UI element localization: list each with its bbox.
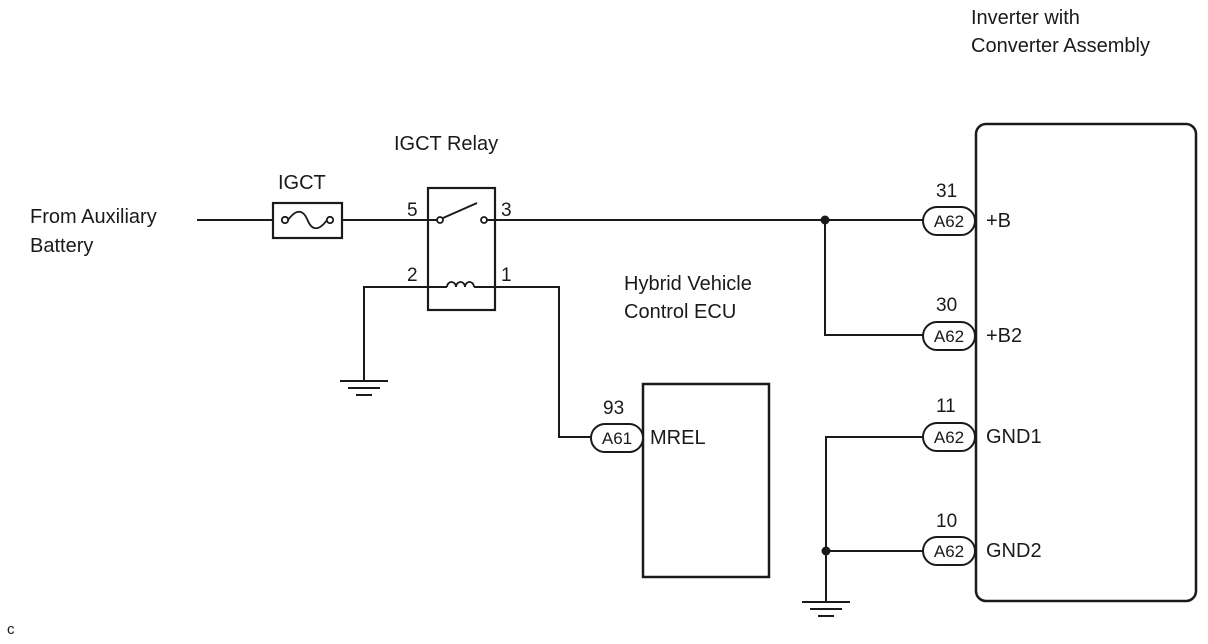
- ecu-pin-number: 93: [603, 398, 624, 419]
- inverter-pin-name: +B: [986, 210, 1011, 232]
- source-label-line2: Battery: [30, 235, 93, 257]
- inverter-pin-number: 30: [936, 295, 957, 316]
- wire-gnd1-to-ground: [825, 436, 923, 602]
- inverter-pin-number: 10: [936, 511, 957, 532]
- ecu-pin-name: MREL: [650, 427, 706, 449]
- inverter-connector-code: A62: [934, 542, 964, 561]
- relay-pin-1: 1: [501, 265, 512, 286]
- inverter-pin-number: 11: [936, 396, 956, 417]
- corner-mark: c: [7, 621, 15, 638]
- inverter-label-line1: Inverter with: [971, 7, 1080, 29]
- relay-pin-2: 2: [407, 265, 418, 286]
- inverter-pin-gnd2: 10 A62 GND2: [922, 511, 1042, 566]
- ground-symbol-inverter: [802, 601, 850, 617]
- relay-pin-3: 3: [501, 200, 512, 221]
- inverter-label-line2: Converter Assembly: [971, 35, 1150, 57]
- fuse-label: IGCT: [278, 172, 326, 194]
- inverter-box: [974, 122, 1198, 603]
- inverter-pin-b: 31 A62 +B: [922, 181, 1011, 236]
- inverter-pin-name: +B2: [986, 325, 1022, 347]
- wire-relay-coil-to-ground: [363, 286, 428, 381]
- fuse-symbol: [271, 201, 344, 240]
- ecu-connector-code: A61: [602, 429, 632, 448]
- source-label-line1: From Auxiliary: [30, 206, 157, 228]
- inverter-connector-code: A62: [934, 212, 964, 231]
- wire-junction-b: [820, 215, 830, 225]
- inverter-pin-b2: 30 A62 +B2: [922, 295, 1022, 351]
- ground-symbol-relay: [340, 380, 388, 396]
- wire-junction-gnd: [821, 546, 831, 556]
- inverter-connector-code: A62: [934, 327, 964, 346]
- ecu-connector: A61: [590, 423, 644, 453]
- inverter-pin-name: GND2: [986, 540, 1042, 562]
- inverter-connector-code: A62: [934, 428, 964, 447]
- ecu-label-line1: Hybrid Vehicle: [624, 273, 752, 295]
- ecu-label-line2: Control ECU: [624, 301, 736, 323]
- wire-branch-to-b2: [824, 220, 923, 336]
- relay-symbol: [426, 186, 497, 312]
- inverter-pin-name: GND1: [986, 426, 1042, 448]
- wire-relay-coil-to-ecu: [495, 286, 591, 438]
- ecu-box: [641, 382, 771, 579]
- relay-label: IGCT Relay: [394, 133, 498, 155]
- inverter-pin-number: 31: [936, 181, 957, 202]
- relay-pin-5: 5: [407, 200, 418, 221]
